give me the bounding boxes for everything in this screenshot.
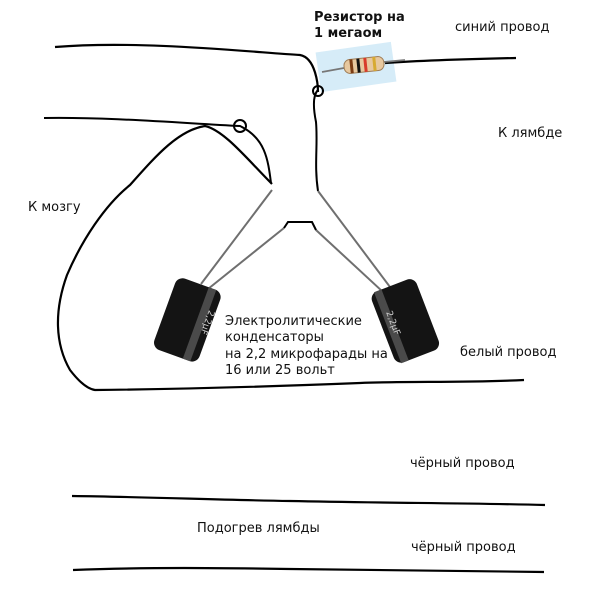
black-wire-1 <box>71 494 546 507</box>
junction-knot-left <box>233 119 247 133</box>
blue-wire <box>54 43 320 93</box>
blue-wire-right <box>384 56 517 65</box>
capacitors-label-line-1: Электролитические <box>225 314 362 329</box>
resistor-label-line-2: 1 мегаом <box>314 26 383 41</box>
cap-left-lead-a <box>200 189 273 285</box>
resistor-lead-right <box>383 59 406 63</box>
white-wire-label: белый провод <box>460 345 557 360</box>
resistor-lead-left <box>321 67 345 73</box>
to-brain-label: К мозгу <box>28 200 81 215</box>
black-wire-label-2: чёрный провод <box>411 540 516 555</box>
capacitor-left-body <box>154 278 221 362</box>
resistor-band-2 <box>356 58 361 73</box>
resistor <box>321 56 406 74</box>
capacitors-label-line-2: конденсаторы <box>225 330 324 345</box>
to-lambda-wire <box>43 116 272 184</box>
resistor-drop-wire <box>313 89 319 192</box>
white-wire <box>56 124 525 392</box>
cap-right-lead-b <box>315 229 384 293</box>
resistor-band-3 <box>363 57 368 72</box>
lambda-heater-label: Подогрев лямбды <box>197 521 320 536</box>
cap-right-lead-a <box>317 190 391 288</box>
capacitors-label-line-3: на 2,2 микрофарады на <box>225 347 388 362</box>
blue-wire-label: синий провод <box>455 20 550 35</box>
black-wire-2 <box>72 566 545 574</box>
resistor-label-line-1: Резистор на <box>314 10 405 25</box>
resistor-band-4 <box>372 56 377 72</box>
resistor-band-1 <box>349 59 354 74</box>
cap-left-lead-b <box>207 227 285 290</box>
capacitor-left-band <box>182 287 217 362</box>
capacitor-right-band <box>374 289 409 364</box>
capacitor-bridge <box>283 221 317 231</box>
to-lambda-label: К лямбде <box>498 126 563 141</box>
black-wire-label-1: чёрный провод <box>410 456 515 471</box>
capacitor-right-body <box>371 279 440 363</box>
junction-knot-top <box>312 85 324 97</box>
capacitor-right: 2,2μF <box>371 279 440 364</box>
capacitor-left: 2,2μF <box>154 278 221 362</box>
capacitors-label-line-4: 16 или 25 вольт <box>225 363 335 378</box>
